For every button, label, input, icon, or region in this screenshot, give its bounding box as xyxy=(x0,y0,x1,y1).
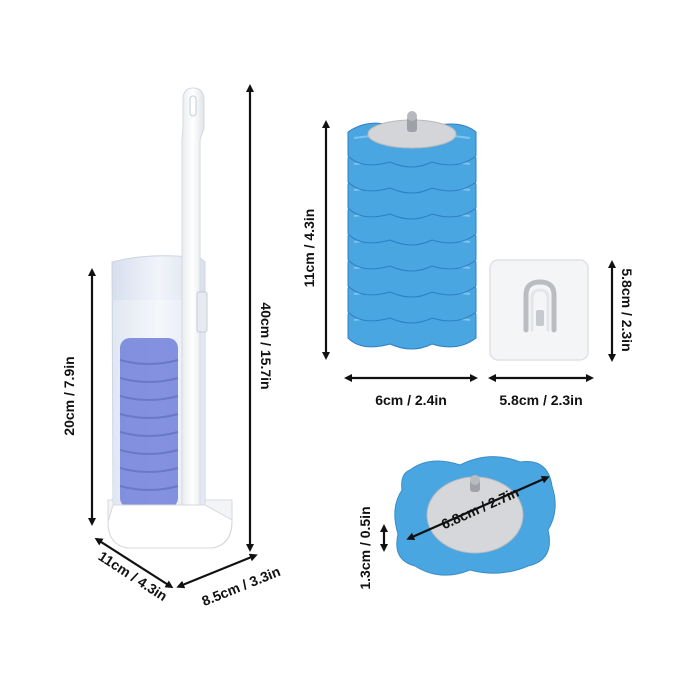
label-sponge-thickness: 1.3cm / 0.5in xyxy=(357,506,373,590)
adhesive-wall-hook xyxy=(489,259,589,361)
arrow-base-width xyxy=(176,553,258,589)
holder-base-front xyxy=(107,504,233,549)
sponge-stack xyxy=(347,111,477,350)
label-handle-height: 40cm / 15.7in xyxy=(258,302,274,390)
label-holder-height: 20cm / 7.9in xyxy=(61,356,77,436)
label-hook-height: 5.8cm / 2.3in xyxy=(619,268,635,352)
handle-clip xyxy=(196,291,208,333)
label-hook-width: 5.8cm / 2.3in xyxy=(499,392,583,408)
arrow-base-depth xyxy=(94,537,174,589)
toilet-brush-holder xyxy=(107,87,233,549)
label-stack-width: 6cm / 2.4in xyxy=(375,392,447,408)
arrow-sponge-diameter xyxy=(406,475,550,541)
handle-hanging-slot xyxy=(189,95,197,117)
label-stack-height: 11cm / 4.3in xyxy=(301,208,317,288)
dimension-arrows xyxy=(88,84,616,589)
